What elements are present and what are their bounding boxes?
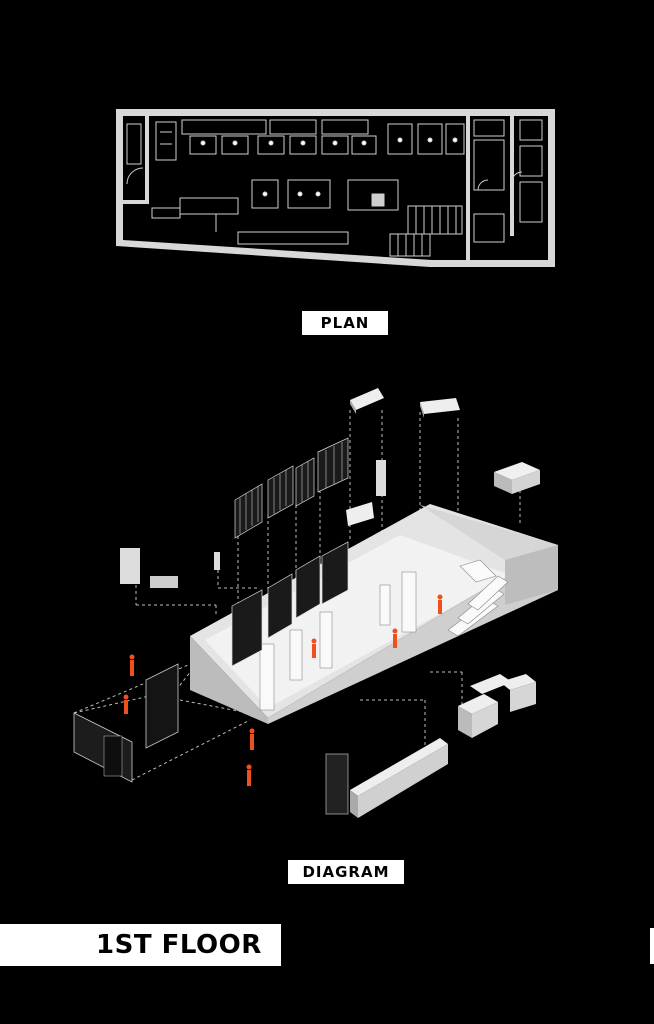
plan-bar-counter [151,197,349,245]
diagram-kiosk-box [494,462,540,494]
plan-booths-top [181,119,465,155]
diagram-staircase [447,559,509,637]
plan-wall-right-core2 [510,116,514,236]
diagram-interior-walls [259,571,417,711]
plan-wall-left-room-bottom [123,200,149,204]
floor-title-label: 1ST FLOOR [0,924,281,966]
diagram-human-figures [123,594,443,786]
plan-wall-left-room [145,116,149,202]
edge-marker [650,928,654,964]
diagram-light-fixtures [350,388,460,496]
plan-label: PLAN [302,311,388,335]
diagram-entrance-box [73,663,179,783]
plan-tables-center [251,179,399,211]
diagram-shelving-lines [239,442,343,534]
plan-core-fixtures [473,119,543,243]
plan-wall-right-core [466,116,470,260]
plan-stairs [389,205,463,257]
diagram-kitchen-counter [325,738,448,818]
plan-tables-top [189,135,458,155]
diagram-market-stalls [458,674,536,738]
diagram-left-objects [120,502,374,588]
plan-entry [126,121,177,185]
floor-plan-drawing [116,109,555,267]
diagram-label: DIAGRAM [288,860,404,884]
diagram-shelving-panels [231,437,349,667]
